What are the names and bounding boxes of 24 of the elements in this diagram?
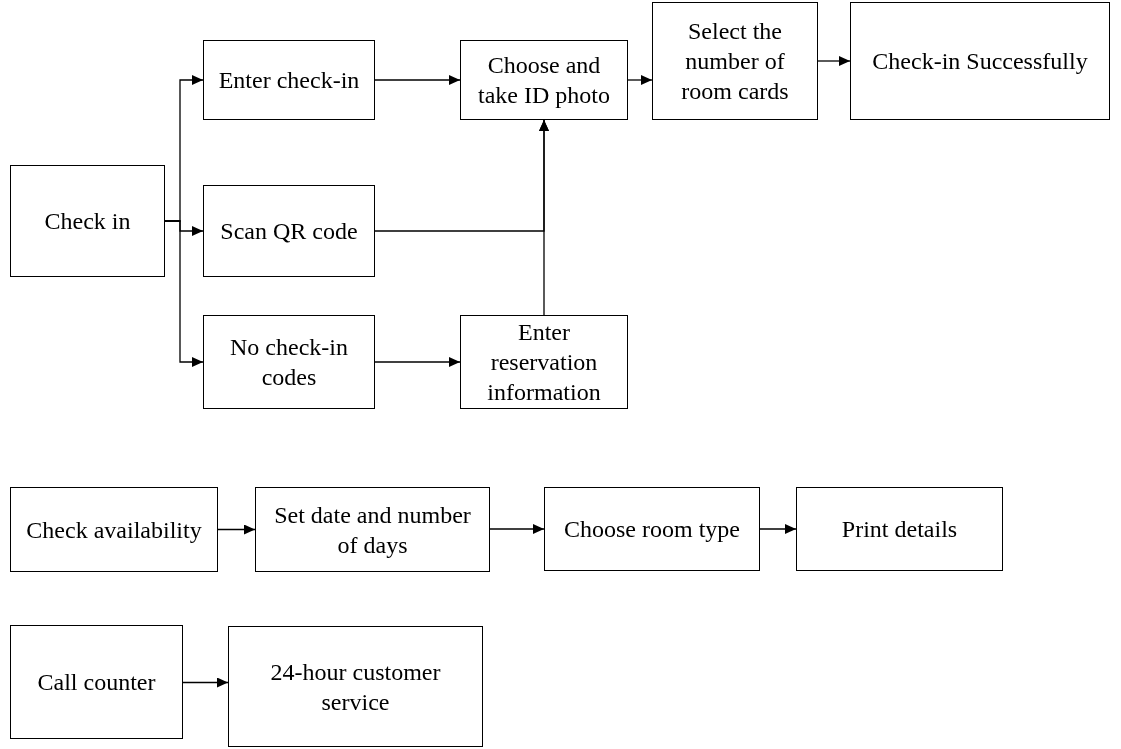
arrow — [164, 220, 204, 367]
process-box: 24-hour customer service — [228, 626, 483, 747]
arrow — [217, 524, 256, 535]
arrow — [489, 524, 545, 534]
process-box: Select the number of room cards — [652, 2, 818, 120]
process-box: Choose room type — [544, 487, 760, 571]
arrow — [374, 75, 461, 85]
process-box: Enter reservation information — [460, 315, 628, 409]
arrow — [627, 75, 653, 85]
process-box: No check-in codes — [203, 315, 375, 409]
process-box: Scan QR code — [203, 185, 375, 277]
process-box: Call counter — [10, 625, 183, 739]
arrow — [759, 524, 797, 534]
process-box: Set date and number of days — [255, 487, 490, 572]
arrow — [817, 56, 851, 66]
process-box: Check in — [10, 165, 165, 277]
process-box: Enter check-in — [203, 40, 375, 120]
arrow — [539, 119, 549, 316]
process-box: Check availability — [10, 487, 218, 572]
process-box: Print details — [796, 487, 1003, 571]
arrow — [374, 357, 461, 367]
process-box: Check-in Successfully — [850, 2, 1110, 120]
arrow — [182, 677, 229, 688]
process-box: Choose and take ID photo — [460, 40, 628, 120]
